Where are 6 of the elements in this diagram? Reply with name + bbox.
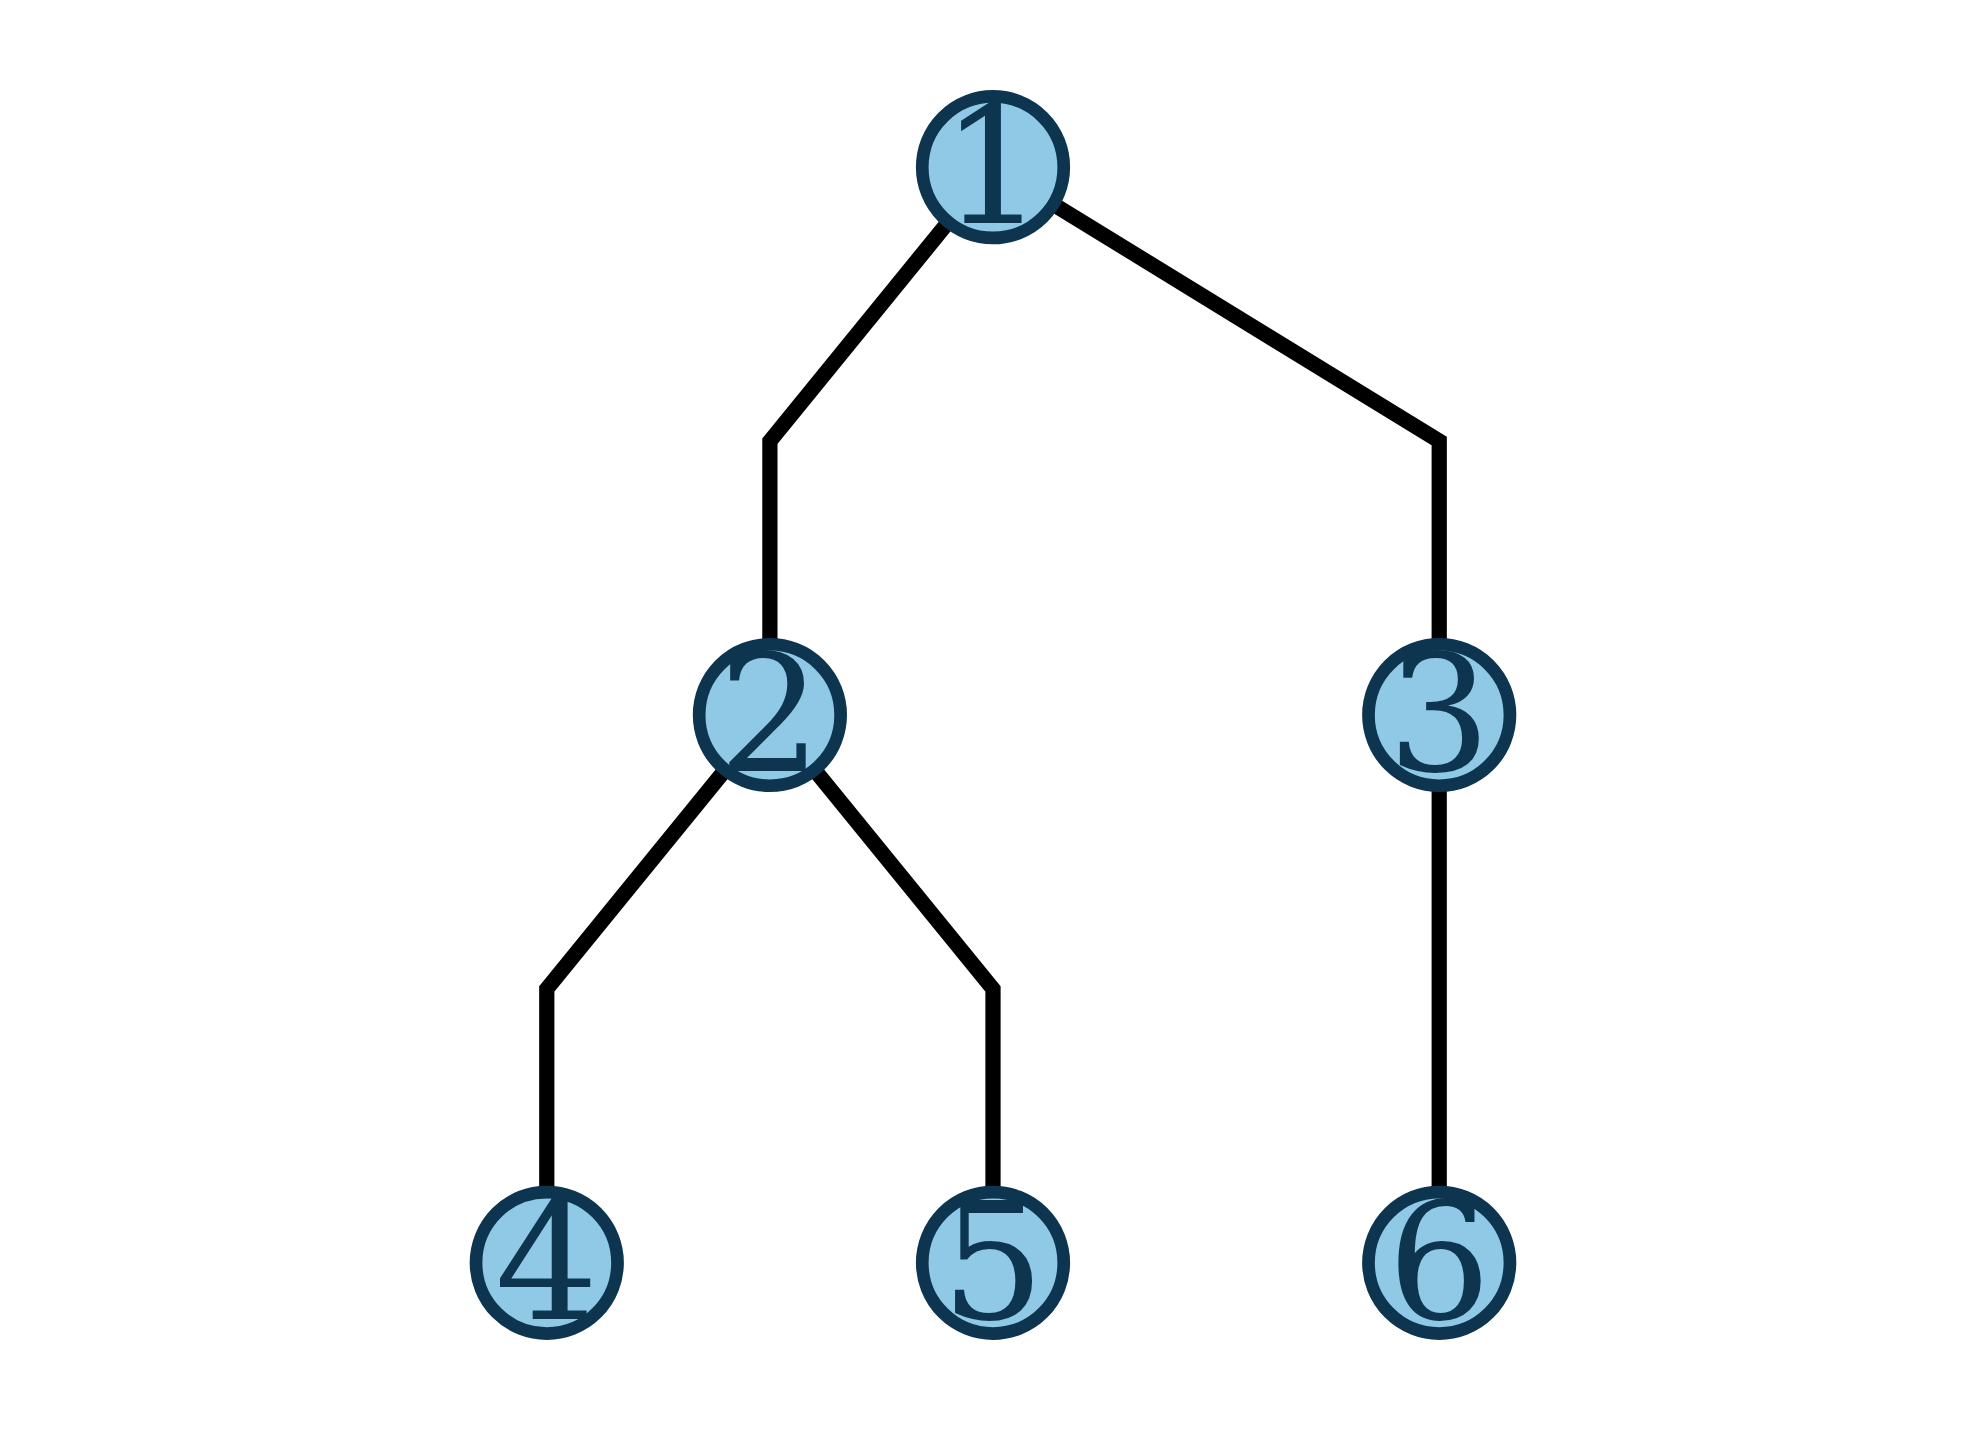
node-circle: 6 (1362, 1185, 1517, 1340)
node-circle: 4 (469, 1185, 624, 1340)
node-circle: 2 (692, 637, 847, 792)
node-circle: 3 (1362, 637, 1517, 792)
node-circle: 1 (915, 89, 1071, 244)
node-circle: 5 (915, 1185, 1071, 1340)
